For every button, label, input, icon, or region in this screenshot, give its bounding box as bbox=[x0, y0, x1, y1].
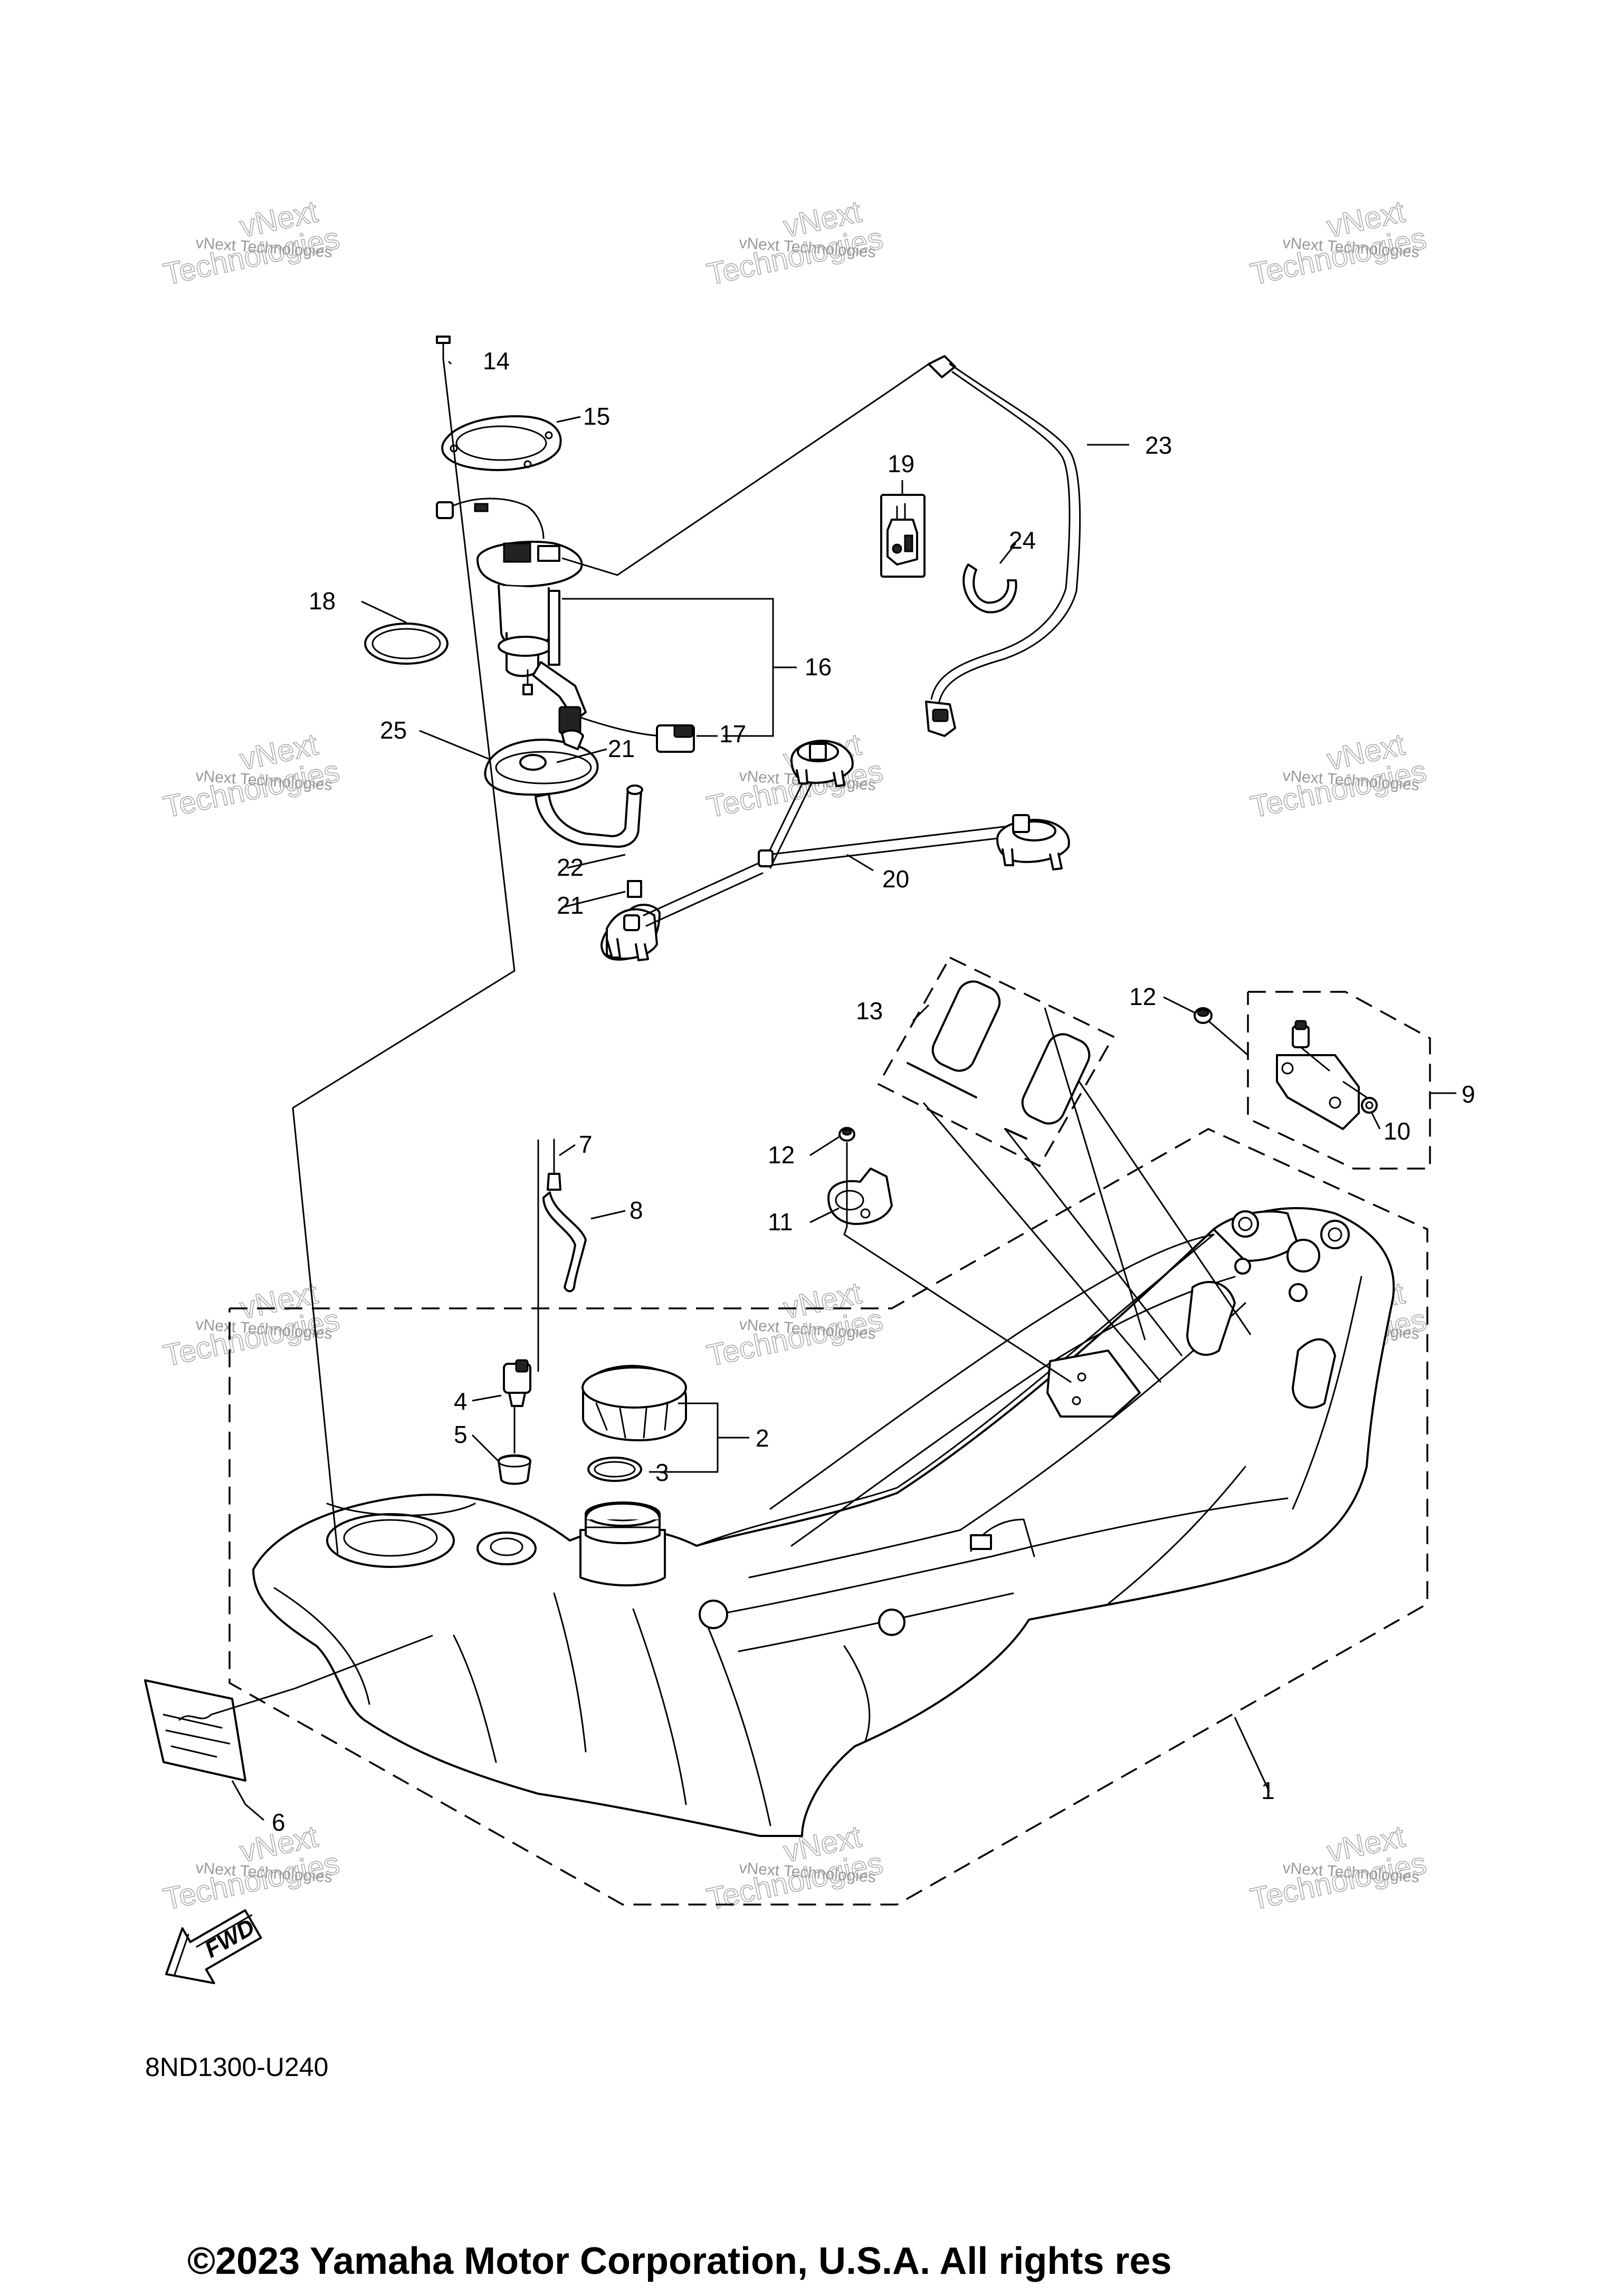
jet-pump-line bbox=[600, 740, 1070, 961]
warning-label bbox=[144, 1679, 246, 1782]
protector-decal bbox=[907, 980, 1091, 1140]
callout-18: 18 bbox=[309, 587, 336, 615]
harness-coupler-17 bbox=[656, 724, 695, 753]
cap-gasket bbox=[587, 1457, 642, 1482]
fuel-pump-assembly bbox=[436, 498, 666, 737]
assembly-outline-decal-13 bbox=[877, 956, 1115, 1168]
hose-clamp-24 bbox=[962, 563, 1017, 614]
callout-15: 15 bbox=[583, 403, 610, 430]
callout-labels: 1 2 3 4 5 6 7 8 9 10 11 12 12 13 14 15 1… bbox=[272, 347, 1475, 1836]
callout-5: 5 bbox=[454, 1421, 468, 1448]
pump-seal-25 bbox=[484, 729, 599, 796]
callout-16: 16 bbox=[805, 653, 832, 681]
callout-20: 20 bbox=[882, 865, 909, 893]
diagram-code: 8ND1300-U240 bbox=[145, 2052, 328, 2082]
callout-1: 1 bbox=[1261, 1777, 1275, 1804]
callout-22: 22 bbox=[557, 854, 584, 881]
callout-4: 4 bbox=[454, 1388, 468, 1415]
grommet bbox=[498, 1454, 531, 1485]
callout-21-upper: 21 bbox=[608, 735, 635, 762]
callout-13: 13 bbox=[856, 997, 883, 1025]
fuel-hose-22 bbox=[535, 785, 643, 848]
leader-lines bbox=[211, 358, 1456, 1821]
callout-17: 17 bbox=[719, 720, 746, 748]
callout-2: 2 bbox=[756, 1424, 769, 1452]
bracket-assembly bbox=[1276, 1020, 1378, 1130]
assembly-outline-bracket-9 bbox=[1247, 991, 1431, 1170]
hose-clamp-21 bbox=[627, 880, 642, 898]
fuel-cap bbox=[581, 1365, 687, 1441]
callout-9: 9 bbox=[1462, 1080, 1475, 1108]
pump-retainer-plate bbox=[441, 415, 562, 471]
damper-nut-12a bbox=[1194, 1007, 1213, 1024]
fuel-tank bbox=[252, 1207, 1395, 1837]
breather-hose bbox=[542, 1139, 587, 1293]
callout-10: 10 bbox=[1384, 1117, 1410, 1145]
assembly-outline-fuel-tank bbox=[228, 1128, 1428, 1906]
callout-3: 3 bbox=[655, 1459, 669, 1486]
callout-14: 14 bbox=[483, 347, 510, 375]
callout-7: 7 bbox=[579, 1131, 593, 1158]
vent-valve bbox=[503, 1359, 531, 1407]
callout-12-upper: 12 bbox=[1129, 983, 1156, 1010]
filler-neck bbox=[585, 1503, 661, 1520]
callout-25: 25 bbox=[380, 716, 407, 744]
callout-6: 6 bbox=[272, 1809, 285, 1836]
callout-24: 24 bbox=[1009, 527, 1036, 554]
callout-11: 11 bbox=[768, 1208, 793, 1236]
callout-12-lower: 12 bbox=[768, 1141, 795, 1169]
pump-bolt bbox=[436, 336, 451, 360]
relay-19 bbox=[880, 494, 926, 578]
fuel-feed-hose bbox=[925, 355, 1081, 737]
pump-gasket-18 bbox=[364, 623, 449, 665]
bracket-11 bbox=[827, 1127, 893, 1225]
callout-8: 8 bbox=[630, 1197, 643, 1224]
callout-23: 23 bbox=[1145, 432, 1172, 459]
copyright-notice: ©2023 Yamaha Motor Corporation, U.S.A. A… bbox=[187, 2240, 1172, 2282]
callout-19: 19 bbox=[888, 450, 914, 477]
callout-21-lower: 21 bbox=[557, 892, 584, 919]
